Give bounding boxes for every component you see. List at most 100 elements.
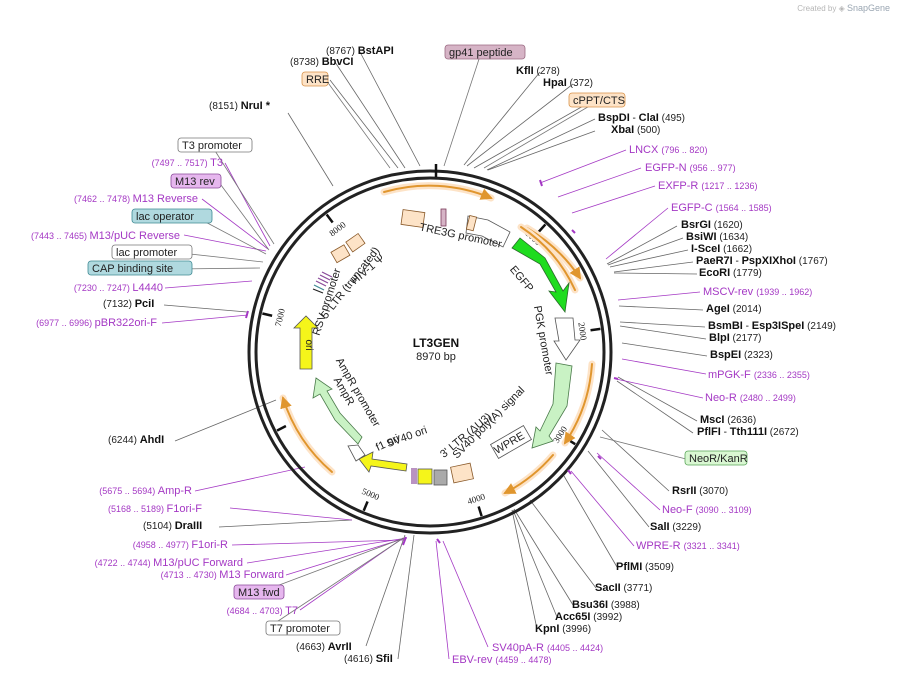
feature-tag: T7 promoter <box>265 620 341 636</box>
enzyme-label: BsiWI (1634) <box>686 231 748 243</box>
primer-label: EBV-rev (4459 .. 4478) <box>452 654 551 666</box>
egfp-arrow <box>511 237 570 314</box>
ltr5-feature <box>330 244 351 264</box>
tick-mark <box>362 501 369 512</box>
backbone-inner-ring <box>254 176 606 528</box>
pgk-promoter-arrow <box>553 317 581 361</box>
primer-label: Neo-R (2480 .. 2499) <box>705 392 796 404</box>
svg-text:M13 rev: M13 rev <box>175 176 215 188</box>
amp-promoter-arrow <box>347 444 366 462</box>
primer-label: (5675 .. 5694) Amp-R <box>99 485 192 497</box>
credit-prefix: Created by <box>797 4 837 13</box>
svg-text:NeoR/KanR: NeoR/KanR <box>689 453 748 465</box>
feature-tag: M13 fwd <box>233 584 285 600</box>
primer-label: (5168 .. 5189) F1ori-F <box>108 503 202 515</box>
feature-shapes <box>293 208 581 486</box>
sv40-pa-feature <box>433 469 448 486</box>
primer-label: EGFP-N (956 .. 977) <box>645 162 736 174</box>
enzyme-leader-lines <box>163 51 708 660</box>
enzyme-label: (8767) BstAPI <box>326 45 394 57</box>
rsv-promoter-cluster <box>312 271 333 294</box>
enzyme-label: SacII (3771) <box>595 582 652 594</box>
feature-tag: M13 rev <box>170 173 222 189</box>
pgk-label: PGK promoter <box>531 305 555 377</box>
enzyme-label: Acc65I (3992) <box>555 611 622 623</box>
cppt-feature <box>465 214 478 232</box>
enzyme-label: (6244) AhdI <box>108 434 164 446</box>
enzyme-label: BsrGI (1620) <box>681 219 743 231</box>
rre-feature <box>400 209 426 228</box>
primer-label: EGFP-C (1564 .. 1585) <box>671 202 772 214</box>
hiv-psi-feature <box>345 232 366 253</box>
primer-ticks <box>245 179 619 546</box>
snapgene-icon: ◈ <box>838 4 845 13</box>
enzyme-label: KpnI (3996) <box>535 623 591 635</box>
svg-text:M13 fwd: M13 fwd <box>238 587 280 599</box>
enzyme-label: SalI (3229) <box>650 521 701 533</box>
feature-tag: T3 promoter <box>177 137 253 153</box>
primer-label: (7443 .. 7465) M13/pUC Reverse <box>31 230 180 242</box>
orange-feature-arcs <box>279 182 596 497</box>
tick-label: 2000 <box>576 322 588 342</box>
enzyme-label: BspEI (2323) <box>710 349 773 361</box>
ori-label: ori <box>303 339 314 350</box>
primer-label: EXFP-R (1217 .. 1236) <box>658 180 757 192</box>
f1ori-label: f1 ori <box>374 433 401 454</box>
primer-label: (6977 .. 6996) pBR322ori-F <box>36 317 157 329</box>
plasmid-name: LT3GEN <box>413 336 459 350</box>
wpre-feature <box>489 425 533 459</box>
tick-mark <box>262 312 273 317</box>
primer-label: (7462 .. 7478) M13 Reverse <box>74 193 198 205</box>
enzyme-label: (5104) DraIII <box>143 520 202 532</box>
enzyme-label: BlpI (2177) <box>709 332 761 344</box>
credit-brand: SnapGene <box>846 3 890 13</box>
tick-mark <box>537 223 547 233</box>
feature-tag: gp41 peptide <box>444 44 526 60</box>
primer-label: LNCX (796 .. 820) <box>629 144 707 156</box>
primer-leader-lines <box>161 149 707 660</box>
feature-tag: lac operator <box>131 208 213 224</box>
tick-label: 5000 <box>360 486 381 502</box>
primer-label: (4684 .. 4703) T7 <box>227 605 298 617</box>
svg-text:T3 promoter: T3 promoter <box>182 140 242 152</box>
svg-text:lac operator: lac operator <box>136 211 194 223</box>
svg-text:gp41 peptide: gp41 peptide <box>449 47 513 59</box>
primer-label: (4722 .. 4744) M13/pUC Forward <box>95 557 243 569</box>
primer-label: (4713 .. 4730) M13 Forward <box>161 569 284 581</box>
enzyme-label: BsmBI - Esp3ISpeI (2149) <box>708 320 836 332</box>
enzyme-label: BspDI - ClaI (495) <box>598 112 685 124</box>
primer-label: (7230 .. 7247) L4440 <box>74 282 163 294</box>
enzyme-label: HpaI (372) <box>543 77 593 89</box>
svg-text:RRE: RRE <box>306 74 329 86</box>
ampr-arrow <box>312 377 363 445</box>
backbone-outer-ring <box>247 169 613 535</box>
enzyme-label: Bsu36I (3988) <box>572 599 640 611</box>
enzyme-label: (7132) PciI <box>103 298 154 310</box>
primer-label: Neo-F (3090 .. 3109) <box>662 504 752 516</box>
primer-label: (7497 .. 7517) T3 <box>152 157 223 169</box>
enzyme-label: PaeR7I - PspXIXhoI (1767) <box>696 255 828 267</box>
gp41-feature <box>440 208 447 227</box>
enzyme-label: MscI (2636) <box>700 414 756 426</box>
enzyme-label: (8738) BbvCI <box>290 56 353 68</box>
tre3g-promoter-arrow <box>465 215 511 248</box>
tick-mark <box>276 424 287 432</box>
primer-label: WPRE-R (3321 .. 3341) <box>636 540 740 552</box>
feature-tag: cPPT/CTS <box>568 92 626 108</box>
tick-label: 4000 <box>466 491 487 506</box>
outer-labels: (8767) BstAPI(8738) BbvCI(8151) NruI *Kf… <box>31 44 836 666</box>
feature-tag: CAP binding site <box>87 260 193 276</box>
f1-ori-arrow <box>358 451 408 473</box>
primer-label: MSCV-rev (1939 .. 1962) <box>703 286 812 298</box>
feature-tag: NeoR/KanR <box>684 450 748 466</box>
enzyme-label: I-SceI (1662) <box>691 243 752 255</box>
enzyme-label: RsrII (3070) <box>672 485 728 497</box>
enzyme-label: EcoRI (1779) <box>699 267 762 279</box>
primer-label: mPGK-F (2336 .. 2355) <box>708 369 810 381</box>
svg-text:cPPT/CTS: cPPT/CTS <box>573 95 625 107</box>
ori-arrow <box>293 315 319 370</box>
enzyme-label: KflI (278) <box>516 65 560 77</box>
svg-text:T7 promoter: T7 promoter <box>270 623 330 635</box>
svg-text:lac promoter: lac promoter <box>116 247 177 259</box>
